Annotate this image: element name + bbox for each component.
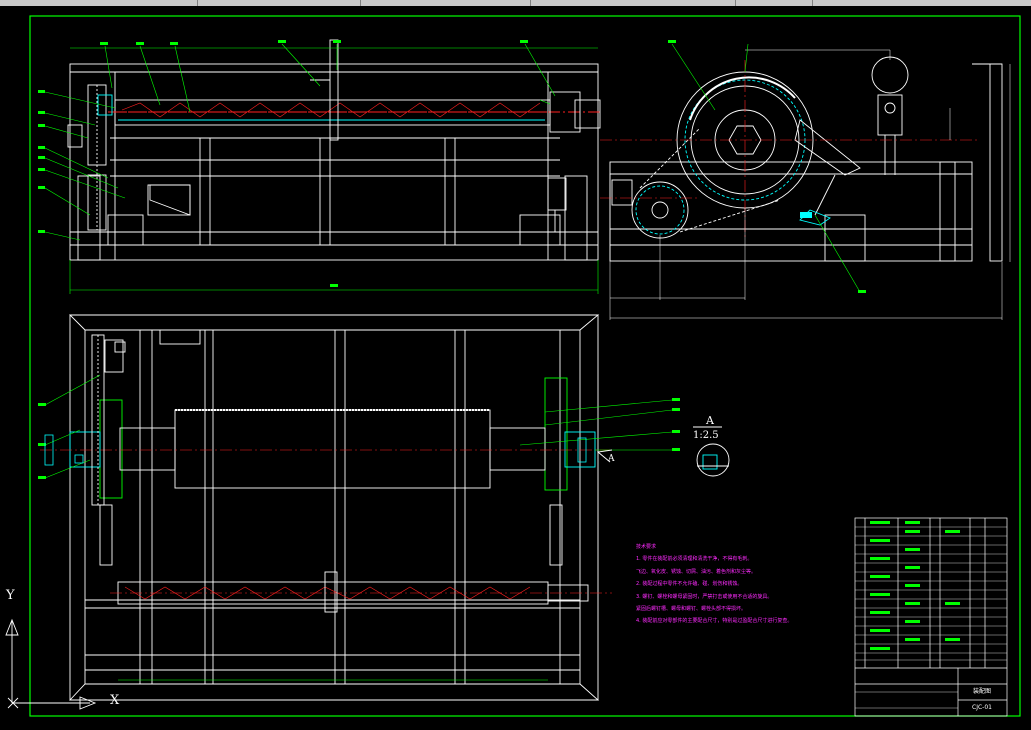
- front-view: [67, 39, 601, 294]
- notes-line: 2. 装配过程中零件不允许磕、碰、划伤和锈蚀。: [636, 581, 743, 588]
- front-view-balloons: [38, 40, 528, 287]
- top-view-hatch: [44, 434, 587, 466]
- notes-line: 4. 装配前应对零部件的主要配合尺寸，特别是过盈配合尺寸进行复查。: [636, 618, 793, 625]
- section-label: A: [706, 414, 714, 427]
- section-detail-a: [596, 426, 730, 477]
- notes-title: 技术要求: [636, 544, 657, 550]
- ucs-y-label: Y: [6, 588, 15, 603]
- notes-line: 飞边、氧化皮、锈蚀、切屑、油污、着色剂和灰尘等。: [636, 568, 757, 575]
- ucs-x-label: X: [110, 693, 120, 708]
- title-block-rows: [855, 526, 1007, 709]
- front-view-leaders: [44, 43, 556, 241]
- section-mark: A: [608, 454, 615, 464]
- top-view: [40, 314, 612, 701]
- window-top-strip: [0, 0, 1031, 6]
- side-view-hatch: [800, 212, 812, 218]
- top-view-leaders: [44, 374, 673, 479]
- section-scale: 1:2.5: [693, 430, 719, 441]
- notes-line: 紧固后螺钉槽、螺母和螺钉、螺栓头部不得损坏。: [636, 606, 747, 613]
- ucs-icon: [5, 618, 97, 710]
- side-view-balloons: [668, 40, 866, 293]
- title-block-title: 装配图: [972, 688, 991, 695]
- top-view-balloons: [38, 398, 680, 479]
- notes-line: 1. 零件在装配前必须清理和清洗干净，不得有毛刺。: [636, 556, 753, 563]
- notes-line: 3. 螺钉、螺栓和螺母紧固时，严禁打击或使用不合适的旋具。: [636, 593, 773, 600]
- side-view-leaders: [671, 43, 861, 293]
- side-view: [600, 49, 1011, 320]
- title-block-entries: [870, 521, 960, 650]
- technical-requirements: 技术要求 1. 零件在装配前必须清理和清洗干净，不得有毛刺。 飞边、氧化皮、锈蚀…: [636, 541, 836, 628]
- title-block-code: CJC-01: [972, 704, 992, 711]
- drawing-border: [29, 15, 1021, 717]
